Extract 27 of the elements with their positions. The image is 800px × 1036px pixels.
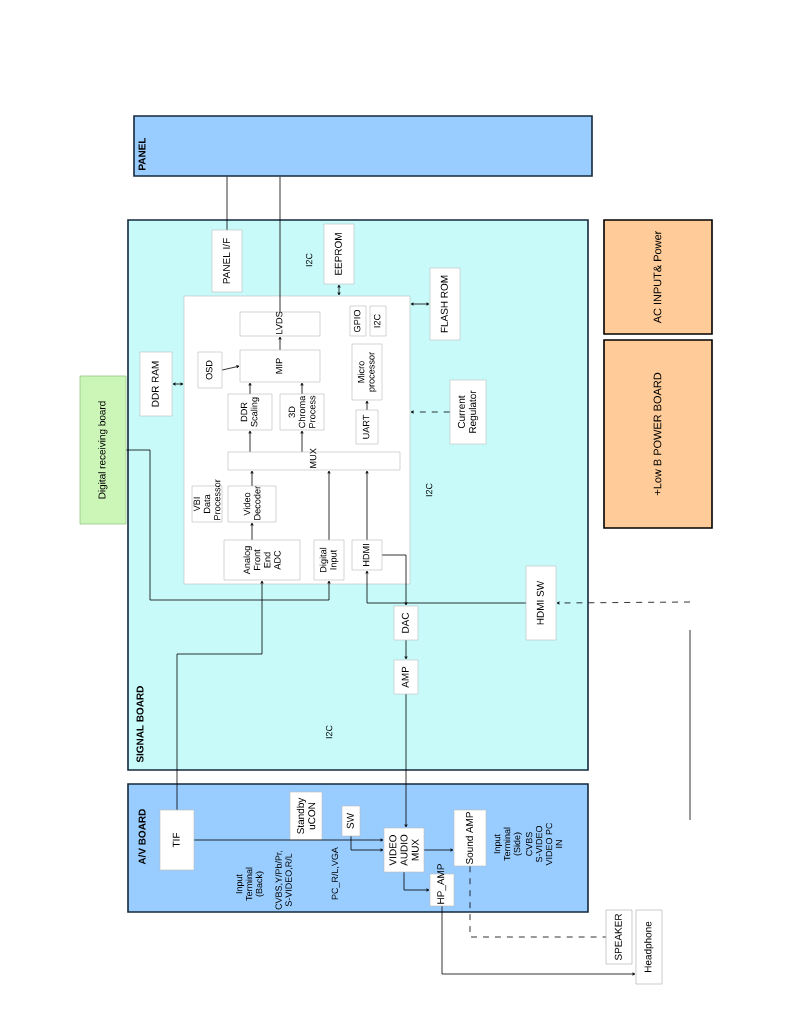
arrow bbox=[404, 639, 408, 660]
arrow bbox=[365, 470, 369, 541]
arrow bbox=[423, 848, 454, 852]
arrow bbox=[556, 601, 691, 605]
arrow bbox=[250, 522, 254, 541]
arrow bbox=[365, 570, 527, 604]
arrow bbox=[248, 382, 252, 395]
arrow bbox=[350, 835, 384, 852]
arrow bbox=[327, 470, 331, 541]
arrow bbox=[300, 382, 304, 395]
arrow bbox=[410, 302, 430, 306]
arrow bbox=[441, 905, 636, 976]
arrow bbox=[126, 449, 331, 601]
arrow bbox=[403, 871, 430, 892]
arrow bbox=[250, 470, 254, 487]
arrow bbox=[278, 336, 282, 351]
arrow bbox=[248, 430, 252, 453]
arrow bbox=[221, 365, 240, 371]
arrow bbox=[337, 284, 341, 296]
arrow bbox=[176, 580, 264, 811]
arrow bbox=[365, 400, 369, 411]
arrow bbox=[172, 382, 184, 386]
arrow bbox=[410, 410, 451, 414]
arrow bbox=[300, 430, 304, 453]
arrow bbox=[404, 693, 408, 828]
arrow bbox=[193, 838, 384, 842]
arrow bbox=[381, 554, 408, 606]
